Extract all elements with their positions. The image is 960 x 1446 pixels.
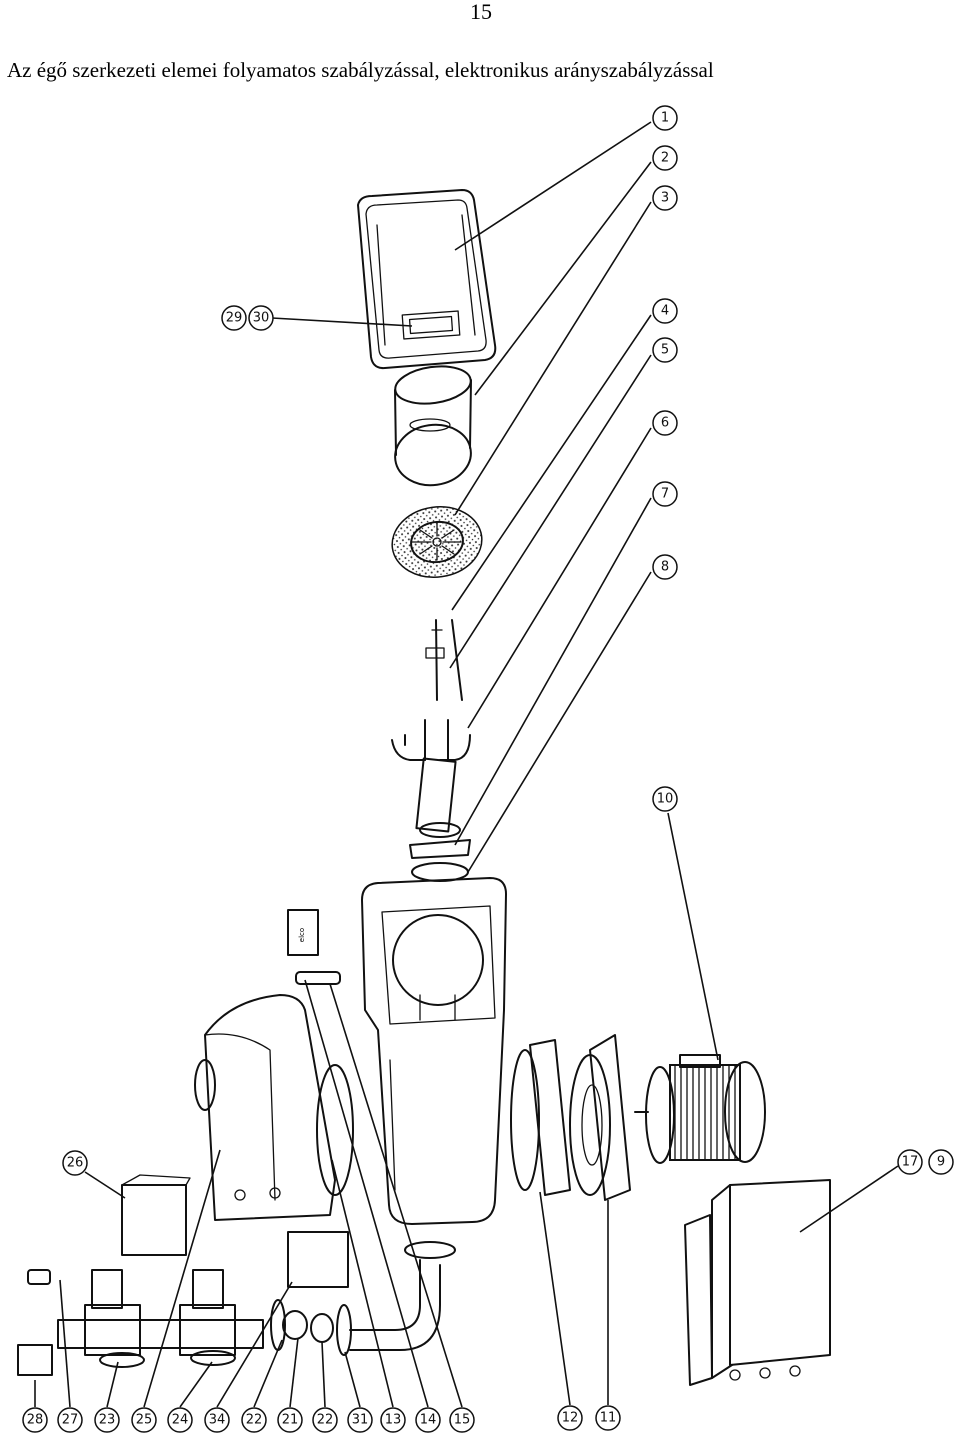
callout-label: 30: [253, 311, 270, 326]
callout-label: 25: [136, 1413, 153, 1428]
callout-8: 8: [652, 554, 678, 580]
callout-7: 7: [652, 481, 678, 507]
callout-24: 24: [167, 1407, 193, 1433]
callout-label: 11: [600, 1411, 617, 1426]
callout-label: 5: [661, 343, 669, 358]
part-air-damper-actuator: elco: [287, 909, 341, 985]
callout-label: 22: [246, 1413, 263, 1428]
callout-30: 30: [248, 305, 274, 331]
callout-28: 28: [22, 1407, 48, 1433]
callout-label: 1: [661, 111, 669, 126]
page-number: 15: [470, 0, 492, 24]
callout-label: 12: [562, 1411, 579, 1426]
callout-3: 3: [652, 185, 678, 211]
callout-11: 11: [595, 1405, 621, 1431]
part-fan-housing: [194, 994, 354, 1221]
callout-label: 24: [172, 1413, 189, 1428]
callout-21: 21: [277, 1407, 303, 1433]
callout-label: 26: [67, 1156, 84, 1171]
callout-label: 17: [902, 1155, 919, 1170]
callout-13: 13: [380, 1407, 406, 1433]
part-flame-tube: [394, 365, 472, 487]
callout-label: 27: [62, 1413, 79, 1428]
part-gas-train: [17, 1231, 456, 1376]
part-motor-flange: [569, 1034, 631, 1201]
callout-26: 26: [62, 1150, 88, 1176]
callout-10: 10: [652, 786, 678, 812]
callout-12: 12: [557, 1405, 583, 1431]
part-gas-distributor: [391, 719, 471, 859]
callout-label: 22: [317, 1413, 334, 1428]
callout-29: 29: [221, 305, 247, 331]
callout-label: 21: [282, 1413, 299, 1428]
part-motor: [634, 1054, 766, 1164]
callout-label: 9: [937, 1155, 945, 1170]
callout-34: 34: [204, 1407, 230, 1433]
callout-label: 10: [657, 792, 674, 807]
callout-1: 1: [652, 105, 678, 131]
callout-label: 15: [454, 1413, 471, 1428]
callout-label: 7: [661, 487, 669, 502]
callout-17: 17: [897, 1149, 923, 1175]
part-burner-housing: [361, 877, 507, 1225]
callout-4: 4: [652, 298, 678, 324]
callout-label: 31: [352, 1413, 369, 1428]
part-control-cover: [684, 1179, 831, 1386]
callout-label: 4: [661, 304, 669, 319]
callout-9: 9: [928, 1149, 954, 1175]
callout-25: 25: [131, 1407, 157, 1433]
part-control-box-left: [121, 1174, 191, 1256]
callout-6: 6: [652, 410, 678, 436]
part-ignition-electrodes: [425, 619, 463, 701]
part-cover: [357, 189, 497, 370]
callout-label: 23: [99, 1413, 116, 1428]
callout-label: 28: [27, 1413, 44, 1428]
part-stabilizer-disc: [391, 506, 483, 578]
part-gasket: [411, 862, 469, 882]
callout-label: 14: [420, 1413, 437, 1428]
callout-31: 31: [347, 1407, 373, 1433]
callout-22-right: 22: [312, 1407, 338, 1433]
part-fan-wheel: [510, 1039, 571, 1196]
callout-15: 15: [449, 1407, 475, 1433]
callout-5: 5: [652, 337, 678, 363]
callout-22-left: 22: [241, 1407, 267, 1433]
callout-label: 8: [661, 560, 669, 575]
callout-23: 23: [94, 1407, 120, 1433]
callout-label: 34: [209, 1413, 226, 1428]
callout-label: 2: [661, 151, 669, 166]
page-title: Az égő szerkezeti elemei folyamatos szab…: [7, 58, 714, 82]
callout-label: 6: [661, 416, 669, 431]
callout-27: 27: [57, 1407, 83, 1433]
callout-2: 2: [652, 145, 678, 171]
callout-label: 29: [226, 311, 243, 326]
leader-lines: [34, 121, 899, 1408]
callout-label: 3: [661, 191, 669, 206]
callout-label: 13: [385, 1413, 402, 1428]
callout-14: 14: [415, 1407, 441, 1433]
controller-label: elco: [298, 928, 306, 942]
